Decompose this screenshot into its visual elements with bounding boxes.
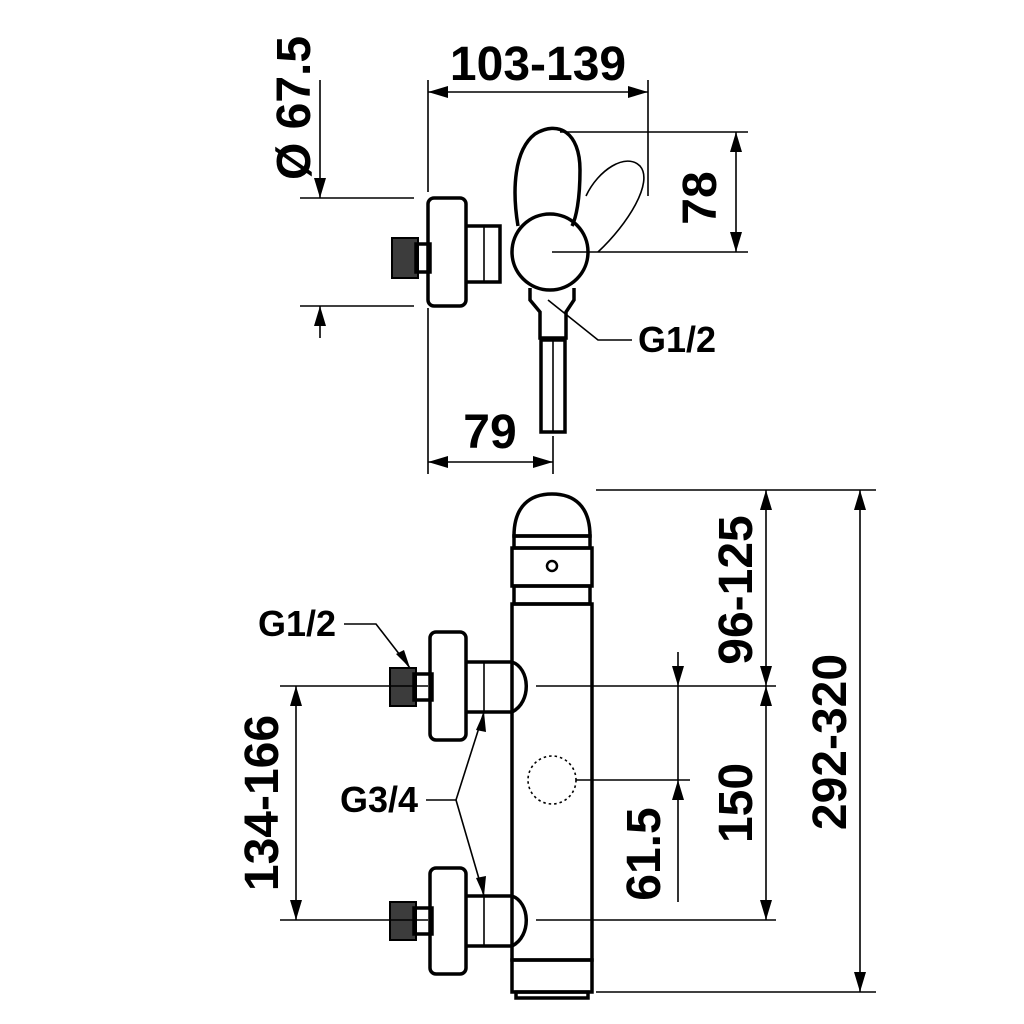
front-upper-connector bbox=[466, 660, 528, 714]
top-wall-flange bbox=[426, 196, 468, 308]
dim-wall-distance: 134-166 bbox=[236, 715, 289, 891]
dim-overall-height: 292-320 bbox=[804, 654, 857, 830]
front-view: 134-166 61.5 150 96-125 292-320 G1/2 G3/… bbox=[236, 489, 876, 1000]
front-outlet-hidden bbox=[527, 755, 577, 805]
front-thread-outlet-label: G1/2 bbox=[258, 603, 336, 644]
front-indicator-dot bbox=[545, 559, 559, 573]
front-upper-inlet-flange bbox=[428, 630, 468, 742]
dim-outlet-offset: 79 bbox=[463, 406, 516, 459]
dim-lever-height: 78 bbox=[674, 171, 727, 224]
front-lower-inlet-flange bbox=[428, 866, 468, 976]
top-thread-outlet-label: G1/2 bbox=[638, 319, 716, 360]
dim-diameter: Ø 67.5 bbox=[268, 36, 321, 180]
front-lower-connector bbox=[466, 894, 528, 948]
dim-centre-offset: 61.5 bbox=[618, 807, 671, 900]
front-top-collar bbox=[510, 546, 594, 588]
top-connector bbox=[466, 224, 502, 284]
dim-lever-reach: 103-139 bbox=[450, 38, 626, 91]
dim-inlet-spacing: 150 bbox=[710, 763, 763, 843]
top-thread-stub bbox=[391, 237, 419, 279]
top-outlet-neck bbox=[528, 288, 576, 340]
front-thread-inlets-label: G3/4 bbox=[340, 779, 418, 820]
front-handle-cap bbox=[512, 492, 592, 538]
top-view: 103-139 78 Ø 67.5 79 G1/2 bbox=[268, 36, 748, 474]
front-upper-inlet-thread bbox=[389, 667, 417, 707]
front-bottom-collar bbox=[510, 958, 594, 994]
front-lower-inlet-thread bbox=[389, 901, 417, 941]
top-lever bbox=[513, 126, 582, 227]
dim-top-to-inlet: 96-125 bbox=[710, 515, 763, 664]
top-lever-alt bbox=[585, 160, 645, 253]
